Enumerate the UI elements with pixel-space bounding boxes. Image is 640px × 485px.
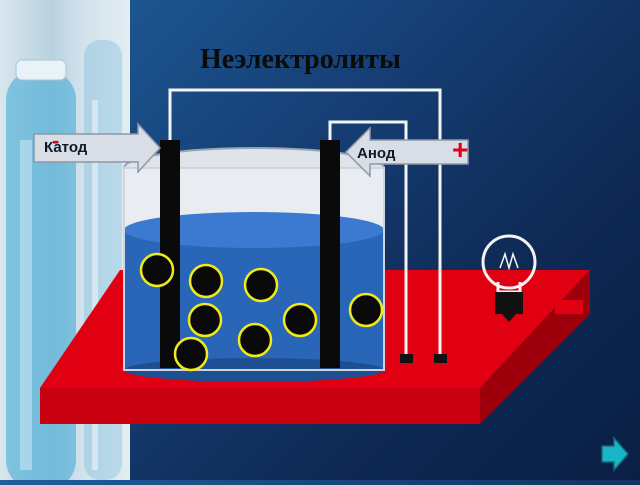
- particle: [139, 252, 175, 288]
- cathode-label: Катод: [44, 139, 88, 156]
- anode-electrode: [320, 140, 340, 368]
- particle: [173, 336, 209, 372]
- wire-inner: [328, 120, 408, 358]
- plus-sign: +: [452, 134, 469, 165]
- cathode-arrow: [33, 122, 162, 174]
- minus-sign: -: [52, 128, 60, 153]
- particle: [187, 302, 223, 338]
- next-slide-button[interactable]: [600, 436, 630, 472]
- anode-label: Анод: [357, 145, 396, 162]
- platform-front: [40, 388, 480, 424]
- anode-arrow: [344, 126, 469, 178]
- particle: [282, 302, 318, 338]
- particle: [237, 322, 273, 358]
- cathode-electrode: [160, 140, 180, 368]
- slide-title: Неэлектролиты: [200, 44, 401, 75]
- light-bulb-icon: [481, 234, 537, 322]
- next-arrow-icon[interactable]: [600, 436, 630, 472]
- particle: [243, 267, 279, 303]
- particle: [188, 263, 224, 299]
- wire-outer: [168, 88, 442, 358]
- particle: [348, 292, 384, 328]
